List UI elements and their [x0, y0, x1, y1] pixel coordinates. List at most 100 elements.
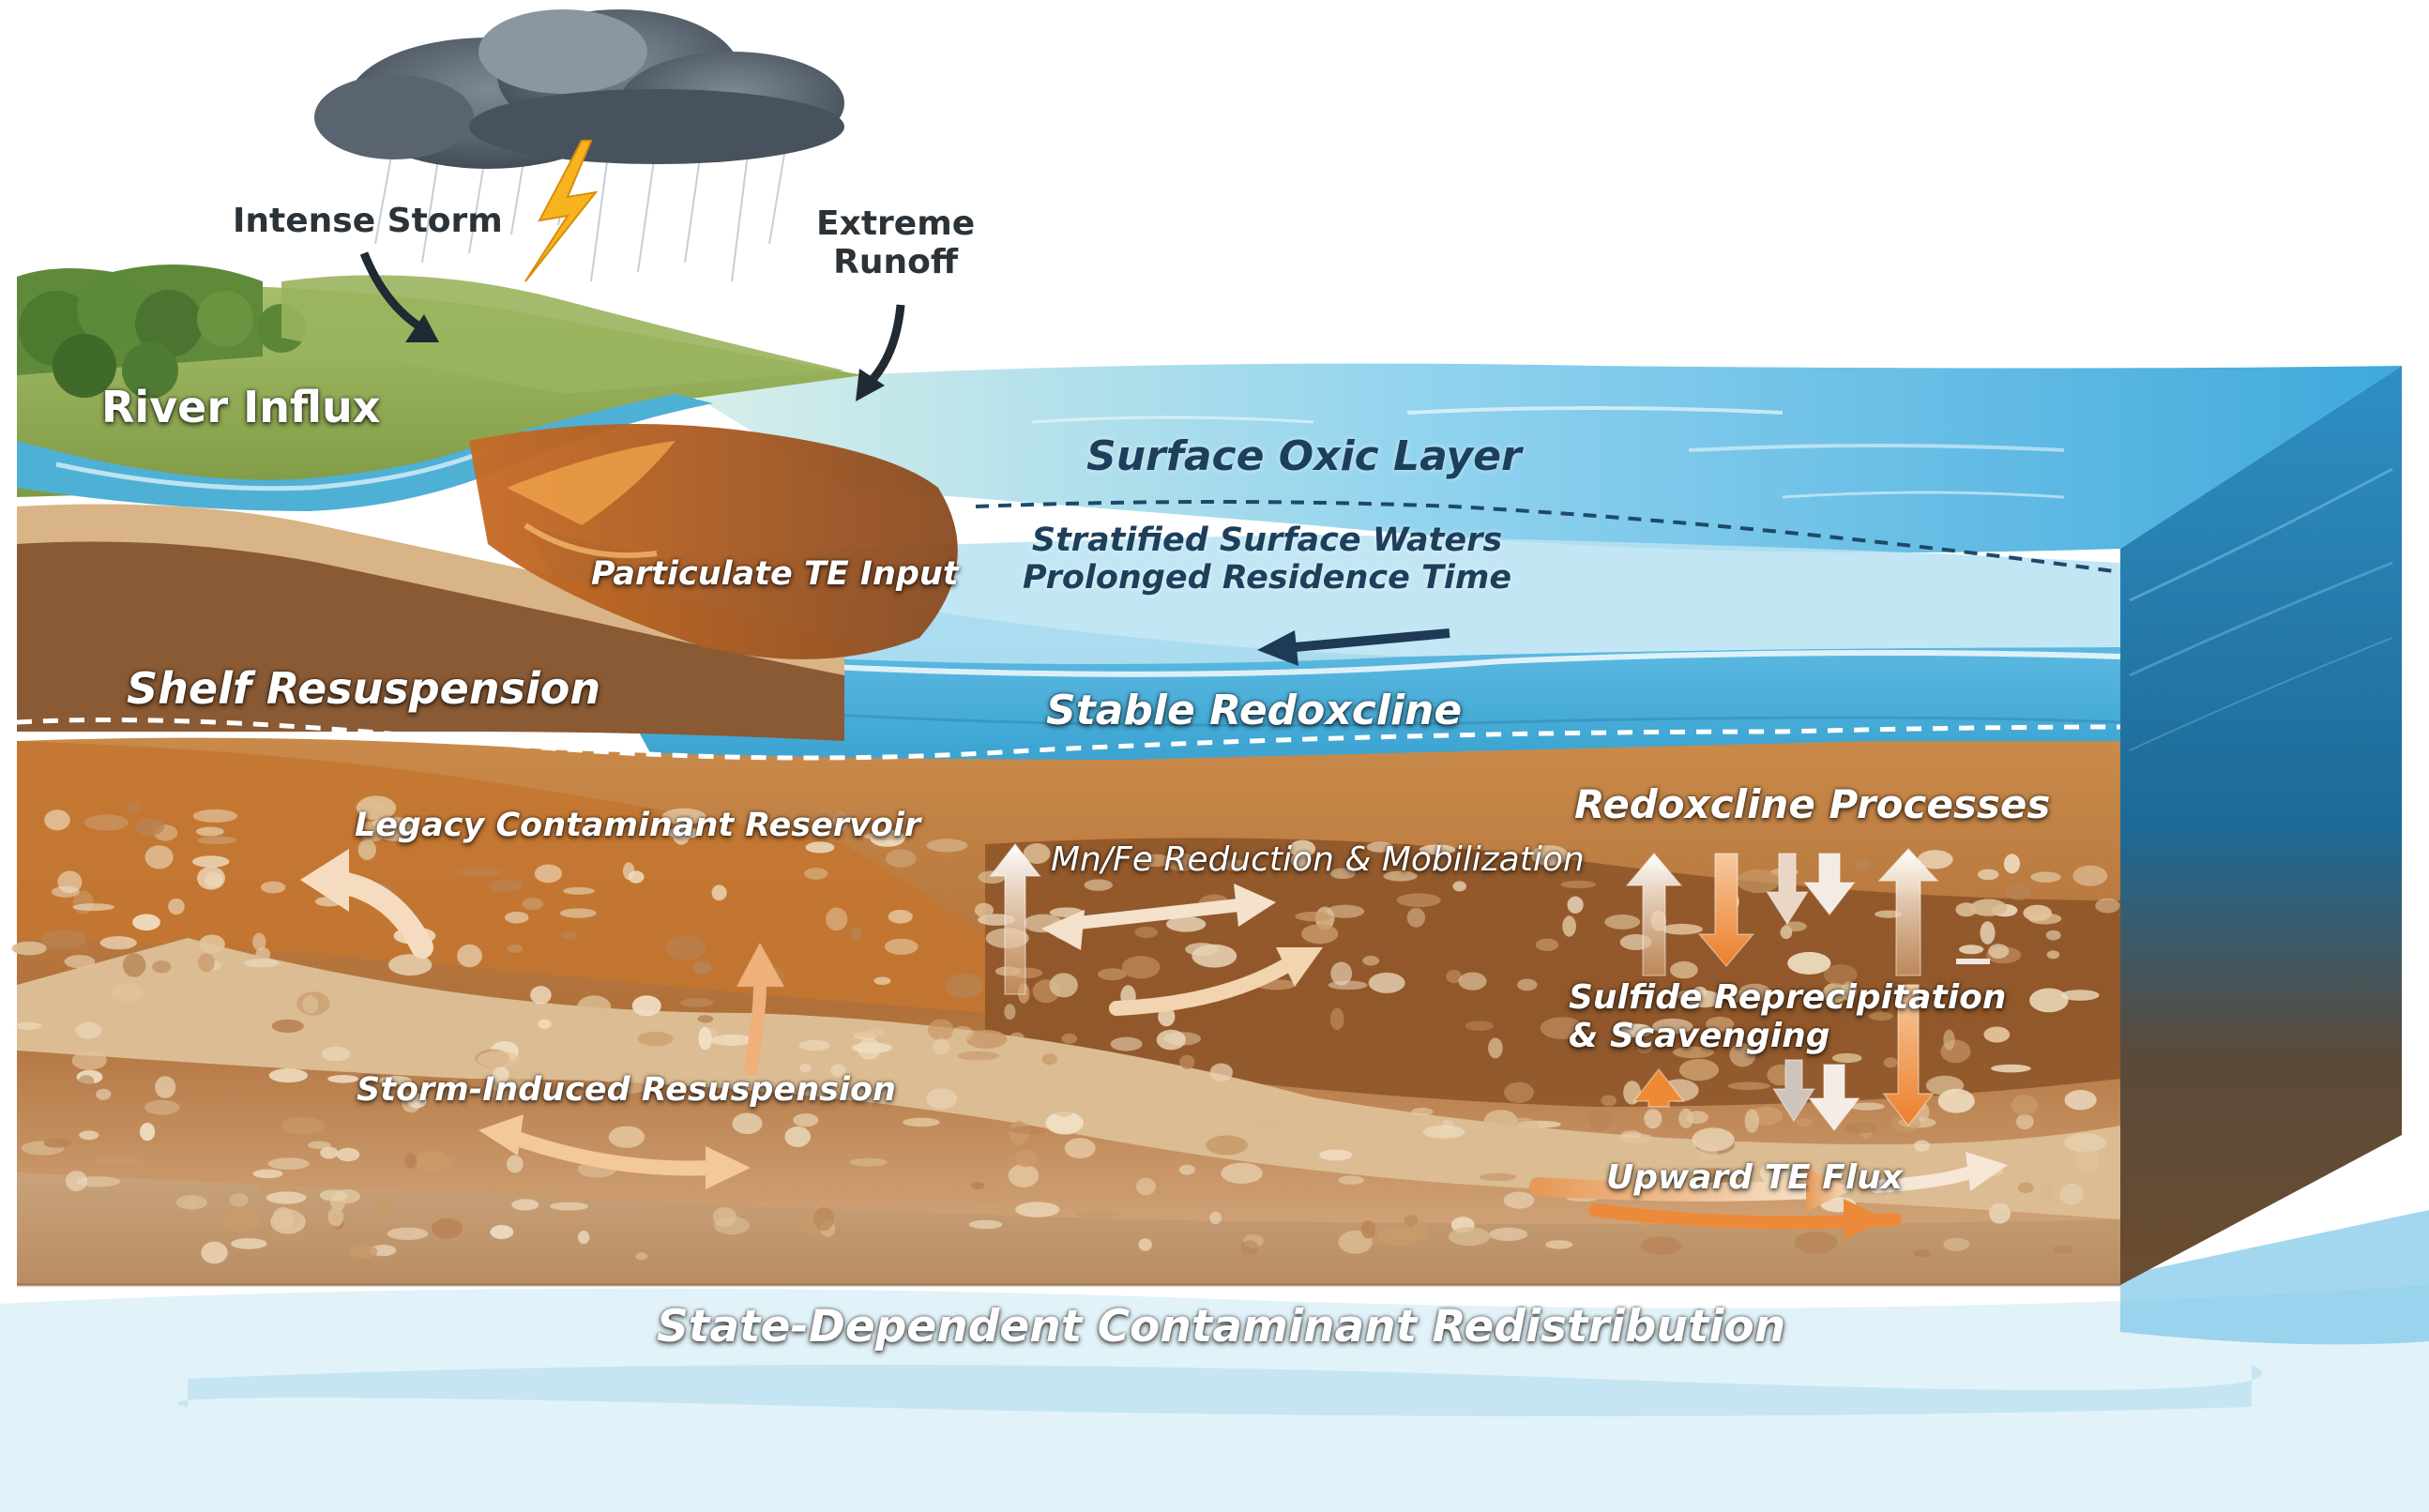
- pebble: [1041, 1053, 1057, 1066]
- upward-te-flux-label: Upward TE Flux: [1606, 1158, 1904, 1197]
- pebble: [2064, 1090, 2097, 1111]
- sulfide-label: Sulfide Reprecipitation & Scavenging: [1569, 978, 2006, 1056]
- pebble: [307, 1141, 331, 1150]
- upward-flux-arrow-3-head: [1966, 1152, 2008, 1191]
- pebble: [1560, 880, 1597, 889]
- pebble: [1452, 881, 1466, 892]
- pebble: [1845, 1122, 1877, 1134]
- pebble: [135, 818, 165, 836]
- upward-flux-arrow-2-head: [1844, 1199, 1886, 1240]
- pebble: [798, 1039, 830, 1051]
- lightning-icon: [524, 140, 599, 282]
- mnfe-double-arrow-head: [1234, 884, 1276, 927]
- pebble: [661, 808, 706, 825]
- pebble: [488, 879, 523, 892]
- pointer-arrows: [359, 251, 1450, 666]
- pebble: [43, 1138, 71, 1148]
- pebble: [271, 1019, 304, 1033]
- pebble: [1075, 1210, 1120, 1218]
- pebble: [559, 908, 597, 918]
- pebble: [1875, 910, 1903, 918]
- pebble: [336, 1147, 360, 1162]
- process-arrows: [300, 842, 2008, 1240]
- storm-up-arrow-head: [736, 943, 784, 987]
- pebble: [804, 868, 828, 880]
- pebble: [1422, 1125, 1465, 1139]
- pebble: [1670, 960, 1698, 979]
- pebble: [1301, 924, 1339, 945]
- pebble: [2046, 950, 2060, 960]
- pebble: [1678, 1059, 1719, 1081]
- pebble: [577, 995, 612, 1020]
- pebble: [505, 911, 529, 924]
- storm-double-arrow-left-head: [478, 1114, 524, 1156]
- mn-fe-up-arrow: [989, 842, 1041, 995]
- pebble: [1009, 1126, 1047, 1134]
- layer-boundaries: [16, 500, 2121, 761]
- pebble: [1252, 1121, 1284, 1130]
- pebble: [849, 1157, 888, 1167]
- pebble: [1831, 1052, 1862, 1064]
- pebble: [110, 983, 145, 1002]
- pebble: [1535, 938, 1559, 951]
- pebble: [1099, 1117, 1129, 1140]
- pebble: [1330, 868, 1356, 879]
- pebble: [631, 995, 661, 1017]
- pebble: [1045, 1111, 1084, 1135]
- pebble: [2045, 930, 2061, 941]
- pebble: [793, 1113, 819, 1127]
- legacy-curve-arrow-head: [300, 849, 349, 912]
- pebble: [635, 1252, 647, 1261]
- pebble: [388, 954, 433, 976]
- pebble: [252, 1169, 283, 1179]
- stratified-line-1: Stratified Surface Waters: [1031, 522, 1503, 559]
- pebble: [197, 866, 225, 890]
- pebble: [1166, 916, 1207, 932]
- pebble: [1098, 968, 1127, 981]
- pebble: [2060, 990, 2100, 1001]
- pebble: [493, 1066, 509, 1084]
- pebble: [78, 1075, 95, 1087]
- pebble: [965, 1030, 1008, 1049]
- pebble: [2003, 854, 2021, 874]
- pebble: [557, 1053, 580, 1078]
- pebble: [431, 1217, 463, 1239]
- pebble: [378, 1076, 412, 1085]
- pebble: [666, 827, 702, 839]
- pebble: [243, 959, 280, 968]
- pebble: [926, 1088, 957, 1110]
- pebble: [2095, 898, 2120, 914]
- pebble: [712, 1206, 737, 1227]
- pebble: [11, 941, 47, 956]
- pebble: [813, 1207, 834, 1232]
- pebble: [1134, 926, 1159, 939]
- upward-flux-arrow-1: [1529, 1177, 1820, 1202]
- pebble: [126, 802, 142, 813]
- pebble: [798, 1103, 839, 1112]
- pebble: [903, 1117, 940, 1127]
- pebble: [2030, 871, 2061, 883]
- stratified-line-2: Prolonged Residence Time: [1023, 559, 1512, 597]
- pebble: [1706, 1017, 1735, 1032]
- pebble: [1110, 1036, 1143, 1051]
- pebble: [697, 1015, 714, 1023]
- pebble: [1977, 869, 1999, 881]
- pebble: [201, 1241, 228, 1264]
- storm-cloud: [314, 9, 844, 282]
- pebble: [327, 1075, 359, 1083]
- pebble: [850, 927, 862, 943]
- pebble: [1165, 853, 1198, 871]
- pebble: [267, 1157, 310, 1171]
- pebble: [1540, 1017, 1585, 1039]
- pebble: [811, 810, 856, 820]
- stable-redoxcline-label: Stable Redoxcline: [1046, 687, 1463, 734]
- pebble: [666, 936, 706, 960]
- pebble: [1084, 879, 1113, 891]
- pebble: [1980, 921, 1996, 945]
- pebble: [281, 1116, 326, 1135]
- pebble: [1446, 970, 1463, 984]
- pebble: [2023, 904, 2052, 922]
- pebble: [732, 1112, 763, 1135]
- pebble: [522, 897, 543, 911]
